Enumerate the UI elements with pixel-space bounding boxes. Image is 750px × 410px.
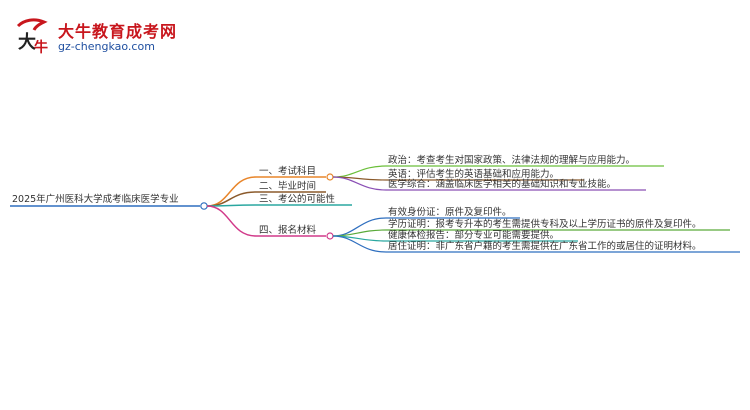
leaf-1-1: 政治：考查考生对国家政策、法律法规的理解与应用能力。 — [388, 154, 635, 166]
svg-text:大: 大 — [18, 31, 36, 53]
leaf-1-3: 医学综合：涵盖临床医学相关的基础知识和专业技能。 — [388, 178, 616, 190]
logo-title: 大牛教育成考网 — [58, 22, 178, 41]
svg-text:牛: 牛 — [34, 39, 48, 56]
branch-label-3: 三、考公的可能性 — [259, 193, 336, 205]
leaf-connector-4-4 — [332, 235, 387, 253]
branch-label-1: 一、考试科目 — [259, 165, 316, 177]
branch-label-4: 四、报名材料 — [259, 224, 317, 236]
leaf-1-2: 英语：评估考生的英语基础和应用能力。 — [388, 168, 559, 180]
branch-connector-4 — [206, 205, 257, 237]
leaf-4-3: 健康体检报告：部分专业可能需要提供。 — [388, 229, 559, 241]
site-logo[interactable]: 大 牛 大牛教育成考网 gz-chengkao.com — [14, 16, 224, 60]
leaf-connector-1-3 — [332, 176, 387, 191]
root-node-label: 2025年广州医科大学成考临床医学专业 — [12, 193, 179, 205]
branch-label-2: 二、毕业时间 — [259, 180, 316, 192]
logo-url[interactable]: gz-chengkao.com — [58, 40, 155, 53]
leaf-4-1: 有效身份证：原件及复印件。 — [388, 206, 512, 218]
branch-connector-1 — [206, 176, 257, 207]
bull-logo-icon: 大 牛 — [16, 18, 48, 56]
leaf-4-4: 居住证明：非广东省户籍的考生需提供在广东省工作的或居住的证明材料。 — [388, 240, 702, 252]
leaf-4-2: 学历证明：报考专升本的考生需提供专科及以上学历证书的原件及复印件。 — [388, 218, 702, 230]
leaf-connector-4-2 — [332, 229, 387, 237]
branch-node-1 — [326, 173, 334, 181]
branch-connector-2 — [206, 191, 257, 207]
leaf-connector-1-1 — [332, 165, 387, 178]
branch-node-4 — [326, 232, 334, 240]
root-connector — [200, 202, 208, 210]
